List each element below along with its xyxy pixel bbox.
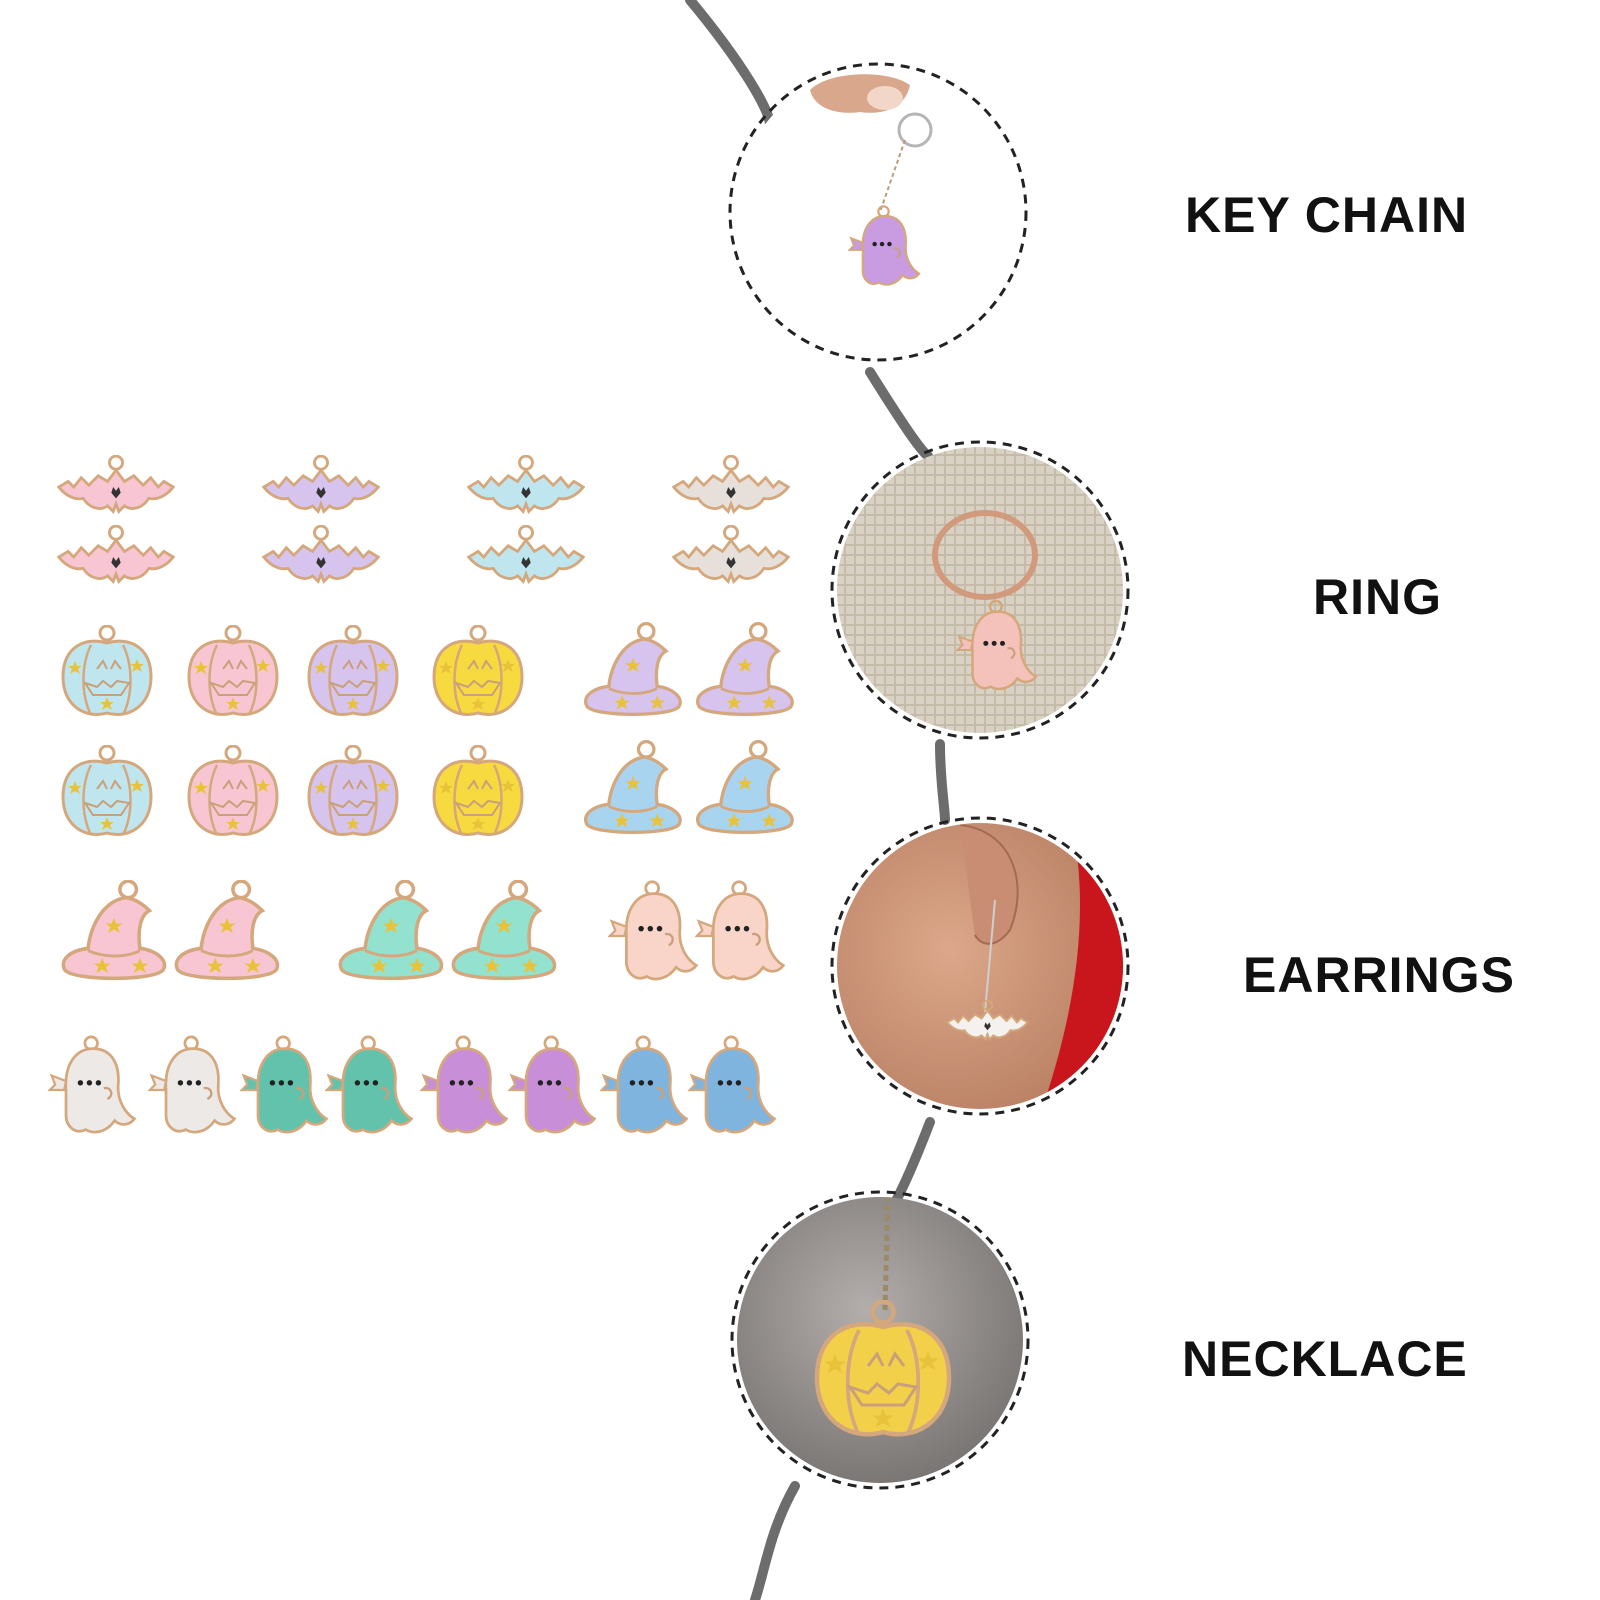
ghost-charm-icon [240, 1035, 328, 1134]
ghost-charm-icon [695, 880, 785, 981]
witch-hat-charm-icon [696, 740, 794, 835]
necklace-photo [730, 1190, 1030, 1490]
witch-hat-charm-icon [61, 880, 167, 981]
key-chain-label: KEY CHAIN [1185, 187, 1469, 243]
bat-charm-icon [57, 455, 175, 513]
ghost-charm-icon [600, 1035, 688, 1134]
ghost-charm-icon [508, 1035, 596, 1134]
ghost-charm-icon [608, 880, 698, 981]
necklace-label: NECKLACE [1182, 1331, 1468, 1387]
witch-hat-charm-icon [696, 622, 794, 717]
witch-hat-charm-icon [338, 880, 444, 981]
bat-charm-icon [467, 455, 585, 513]
witch-hat-charm-icon [584, 740, 682, 835]
ring-label: RING [1313, 569, 1442, 625]
ghost-charm-icon [148, 1035, 236, 1134]
keychain-photo [728, 62, 1028, 362]
ghost-charm-icon [325, 1035, 413, 1134]
pumpkin-charm-icon [61, 745, 153, 837]
witch-hat-charm-icon [584, 622, 682, 717]
witch-hat-charm-icon [174, 880, 280, 981]
charm-collection [48, 455, 794, 1134]
pumpkin-charm-icon [307, 745, 399, 837]
pumpkin-charm-icon [61, 625, 153, 717]
bat-charm-icon [262, 455, 380, 513]
bat-charm-icon [672, 525, 790, 583]
witch-hat-charm-icon [451, 880, 557, 981]
bat-charm-icon [57, 525, 175, 583]
pumpkin-charm-icon [307, 625, 399, 717]
bat-charm-icon [672, 455, 790, 513]
ring-photo [830, 440, 1130, 740]
bat-charm-icon [262, 525, 380, 583]
connector-line [685, 0, 950, 1600]
pumpkin-charm-icon [432, 745, 524, 837]
pumpkin-charm-icon [187, 625, 279, 717]
earrings-label: EARRINGS [1243, 947, 1515, 1003]
ghost-charm-icon [688, 1035, 776, 1134]
earrings-photo [830, 816, 1130, 1116]
pumpkin-charm-icon [432, 625, 524, 717]
pumpkin-charm-icon [187, 745, 279, 837]
ghost-charm-icon [420, 1035, 508, 1134]
bat-charm-icon [467, 525, 585, 583]
ghost-charm-icon [48, 1035, 136, 1134]
